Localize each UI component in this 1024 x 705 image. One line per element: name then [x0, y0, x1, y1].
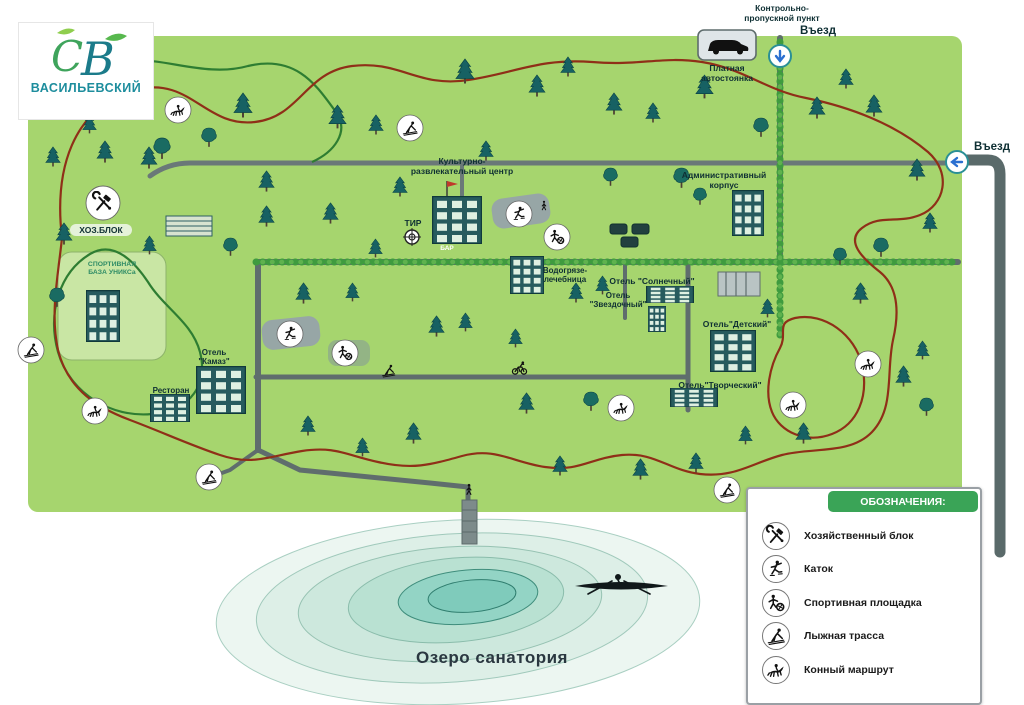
paid-parking-label: Платная автостоянка — [701, 63, 753, 84]
utility-block-icon — [85, 185, 121, 221]
hotel-kamaz-building — [196, 366, 246, 414]
legend-panel: ОБОЗНАЧЕНИЯ: Хозяйственный блок Каток Сп… — [746, 487, 982, 705]
horse-route-icon — [164, 96, 192, 124]
legend-item-rink: Каток — [761, 553, 974, 587]
ice-rink-icon — [505, 200, 533, 228]
legend-item-sports: Спортивная площадка — [761, 586, 974, 620]
cultural-center-label: Культурно-развлекательный центр — [410, 156, 514, 177]
horse-route-icon — [81, 397, 109, 425]
legend-label: Лыжная трасса — [804, 630, 885, 643]
flag-icon — [446, 181, 458, 196]
hotel-kamaz-label: Отель "Камаз" — [198, 348, 230, 367]
tools-icon — [762, 521, 790, 550]
skate-icon — [762, 555, 790, 584]
entrance-top-label: Въезд — [799, 25, 837, 37]
boat-icon — [575, 574, 668, 595]
legend-item-horse: Конный маршрут — [761, 653, 974, 687]
leaf-icon — [57, 28, 75, 35]
legend-label: Хозяйственный блок — [804, 529, 914, 542]
sportbase-building — [86, 290, 120, 342]
sports-ground-icon — [331, 339, 359, 367]
entrance-top-arrow-icon — [768, 44, 792, 68]
hotel-star-label: Отель "Звездочный" — [589, 291, 647, 310]
leaf-icon — [105, 33, 127, 41]
restaurant-building — [150, 394, 190, 422]
legend-label: Спортивная площадка — [804, 596, 922, 609]
bar-label: БАР — [440, 245, 454, 252]
entrance-right-arrow-icon — [945, 150, 969, 174]
pier — [461, 499, 478, 545]
legend-label: Каток — [804, 563, 834, 576]
hotel-art-building — [670, 388, 718, 407]
ski-icon — [762, 622, 790, 651]
ski-trail-icon — [17, 336, 45, 364]
hotel-kids-building — [710, 330, 756, 372]
hotel-art-label: Отель"Творческий" — [678, 380, 762, 390]
legend-item-ski: Лыжная трасса — [761, 620, 974, 654]
resort-logo: С В ВАСИЛЬЕВСКИЙ — [18, 22, 154, 120]
horse-route-icon — [854, 350, 882, 378]
activity-icons — [17, 96, 882, 504]
resort-name: ВАСИЛЬЕВСКИЙ — [30, 81, 142, 95]
sports-ground-icon — [543, 223, 571, 251]
parking-sign-icon — [697, 29, 757, 61]
cultural-center-building — [432, 196, 482, 244]
sports-icon — [762, 588, 790, 617]
utility-shed — [165, 215, 213, 237]
horse-route-icon — [607, 394, 635, 422]
buildings — [86, 181, 764, 422]
logo-monogram: С В — [51, 28, 127, 83]
logo-letter: В — [80, 32, 115, 83]
entrance-right-label: Въезд — [973, 141, 1011, 153]
legend-item-utility: Хозяйственный блок — [761, 519, 974, 553]
ski-trail-icon — [396, 114, 424, 142]
ice-rink-icon — [276, 320, 304, 348]
hotel-star-building — [648, 306, 666, 332]
horse-route-icon — [779, 391, 807, 419]
admin-label: Административный корпус — [681, 170, 767, 191]
ski-trail-icon — [713, 476, 741, 504]
logo-letter: С — [51, 32, 83, 81]
hotel-sunny-label: Отель "Солнечный" — [609, 276, 695, 286]
lake — [215, 518, 701, 705]
target-icon — [403, 228, 421, 246]
shooting-range-label: ТИР — [404, 218, 422, 228]
restaurant-label: Ресторан — [152, 386, 190, 395]
legend-title: ОБОЗНАЧЕНИЯ: — [828, 491, 978, 512]
utility-block-label: ХОЗ.БЛОК — [70, 224, 132, 237]
lake-label: Озеро санатория — [416, 648, 568, 667]
horse-icon — [762, 655, 790, 684]
hotel-kids-label: Отель"Детский" — [702, 319, 772, 329]
checkpoint-label: Контрольно-пропускной пункт — [744, 3, 820, 24]
admin-building — [732, 190, 764, 236]
sportbase-label: СПОРТИВНАЯ БАЗА УНИКСа — [87, 261, 137, 277]
ski-trail-icon — [195, 463, 223, 491]
park-grounds — [28, 36, 962, 512]
hotel-sunny-building — [646, 286, 694, 303]
legend-label: Конный маршрут — [804, 663, 894, 676]
mudbath-label: Водогрязе-лечебница — [542, 266, 588, 285]
car-icon — [609, 223, 650, 248]
